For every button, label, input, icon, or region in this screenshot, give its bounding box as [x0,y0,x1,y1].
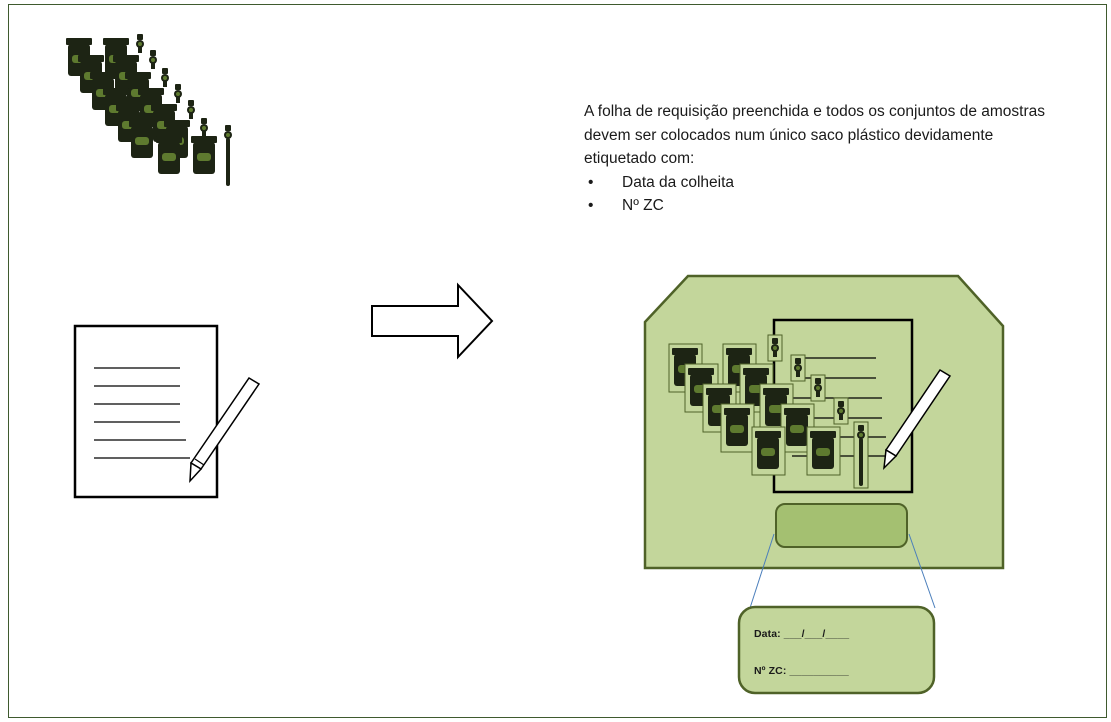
bag-label-icon [737,605,936,695]
right-arrow-icon [371,282,494,360]
instructions-item-zc: Nº ZC [584,194,1054,218]
pencil-icon [189,376,261,484]
diagram-frame [8,4,1107,718]
label-date-field: Data: ___/___/____ [754,628,850,640]
connector-line-right [908,533,936,609]
instructions-text: A folha de requisição preenchida e todos… [584,100,1054,218]
label-zc-field: Nº ZC: __________ [754,665,849,677]
instructions-item-date: Data da colheita [584,171,1054,195]
connector-line-left [749,533,775,609]
sample-containers-icon [66,34,232,186]
instructions-list: Data da colheita Nº ZC [584,171,1054,218]
plastic-bag-icon [643,274,1005,570]
instructions-paragraph: A folha de requisição preenchida e todos… [584,103,1045,167]
